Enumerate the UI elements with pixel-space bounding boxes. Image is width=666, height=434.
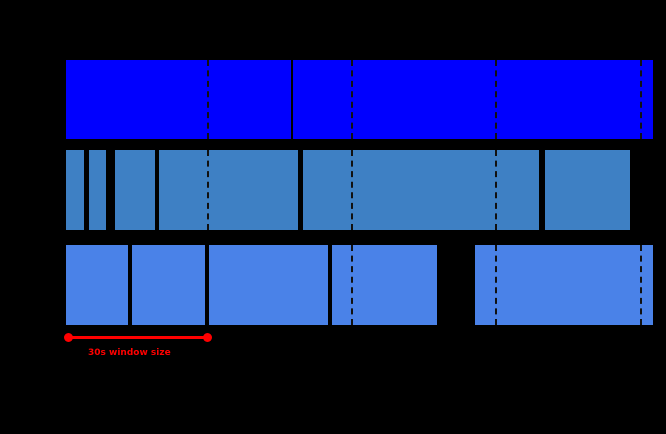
timeline-segment	[293, 60, 653, 139]
timeline-segment	[89, 150, 106, 230]
timeline-segment	[66, 150, 84, 230]
timeline-segment	[475, 245, 653, 325]
timeline-segment	[132, 245, 205, 325]
timeline-segment	[303, 150, 539, 230]
window-size-label: 30s window size	[88, 348, 171, 358]
timeline-segment	[545, 150, 630, 230]
timeline-segment	[332, 245, 437, 325]
timeline-segment	[66, 60, 291, 139]
window-annotation-end-cap	[203, 333, 212, 342]
timeline-segment	[66, 245, 128, 325]
timeline-segment	[209, 245, 328, 325]
timeline-segment	[115, 150, 155, 230]
timeline-segment	[159, 150, 298, 230]
window-annotation-line	[68, 336, 207, 339]
